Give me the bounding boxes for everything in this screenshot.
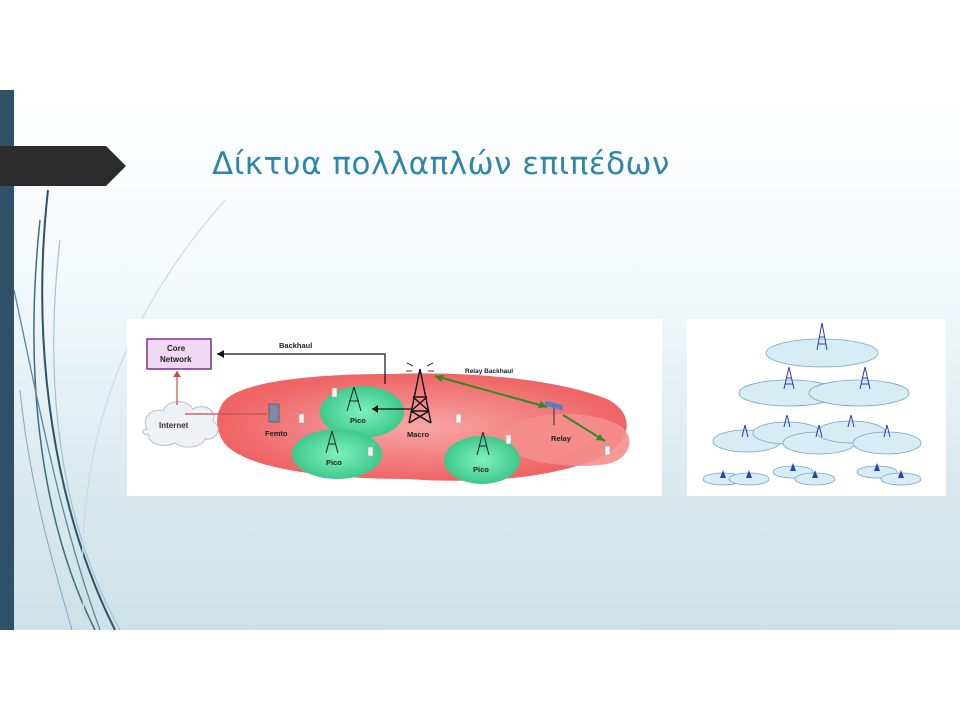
relay-access-link: [562, 414, 606, 442]
pico-label-bottom-right: Pico: [473, 465, 489, 474]
pico-tower-top: [346, 386, 362, 412]
core-network-label-2: Network: [160, 355, 192, 364]
title-arrow-shape: [0, 146, 126, 186]
pico-area-bottom-right: [444, 436, 520, 484]
tier-antennas: [741, 322, 891, 438]
pico-label-bottom-left: Pico: [326, 458, 342, 467]
pico-area-bottom-left: [292, 429, 382, 479]
pico-tower-bottom-right: [476, 431, 490, 456]
user-devices: [298, 387, 611, 457]
relay-node: [544, 400, 564, 425]
relay-coverage-area: [503, 413, 630, 466]
femto-label: Femto: [265, 429, 288, 438]
internet-label: Internet: [159, 421, 189, 430]
small-cell-antennas: [720, 463, 904, 478]
left-accent-bar: [0, 90, 14, 630]
pico-area-top: [320, 386, 404, 438]
hetnet-diagram: Core Network Backhaul Internet Femto: [127, 319, 662, 496]
tier-cells: [702, 338, 922, 486]
pico-tower-bottom-left: [325, 430, 339, 454]
multi-tier-diagram: [687, 319, 946, 496]
internet-cloud: [142, 401, 219, 448]
core-network-label-1: Core: [167, 344, 186, 353]
slide: Δίκτυα πολλαπλών επιπέδων Core Network B…: [0, 90, 960, 630]
macro-label: Macro: [407, 430, 430, 439]
decorative-curves: [13, 189, 226, 630]
backhaul-label: Backhaul: [279, 341, 312, 350]
femto-device: [268, 403, 280, 423]
macro-tower: [408, 368, 432, 424]
relay-backhaul-label: Relay Backhaul: [465, 368, 513, 375]
relay-backhaul-link: [434, 375, 548, 408]
backhaul-link: [217, 353, 386, 384]
slide-title: Δίκτυα πολλαπλών επιπέδων: [212, 146, 670, 182]
core-network-box: [146, 338, 212, 370]
pico-label-top: Pico: [350, 416, 366, 425]
macro-signal-icon: [406, 362, 434, 372]
relay-label: Relay: [551, 434, 572, 443]
